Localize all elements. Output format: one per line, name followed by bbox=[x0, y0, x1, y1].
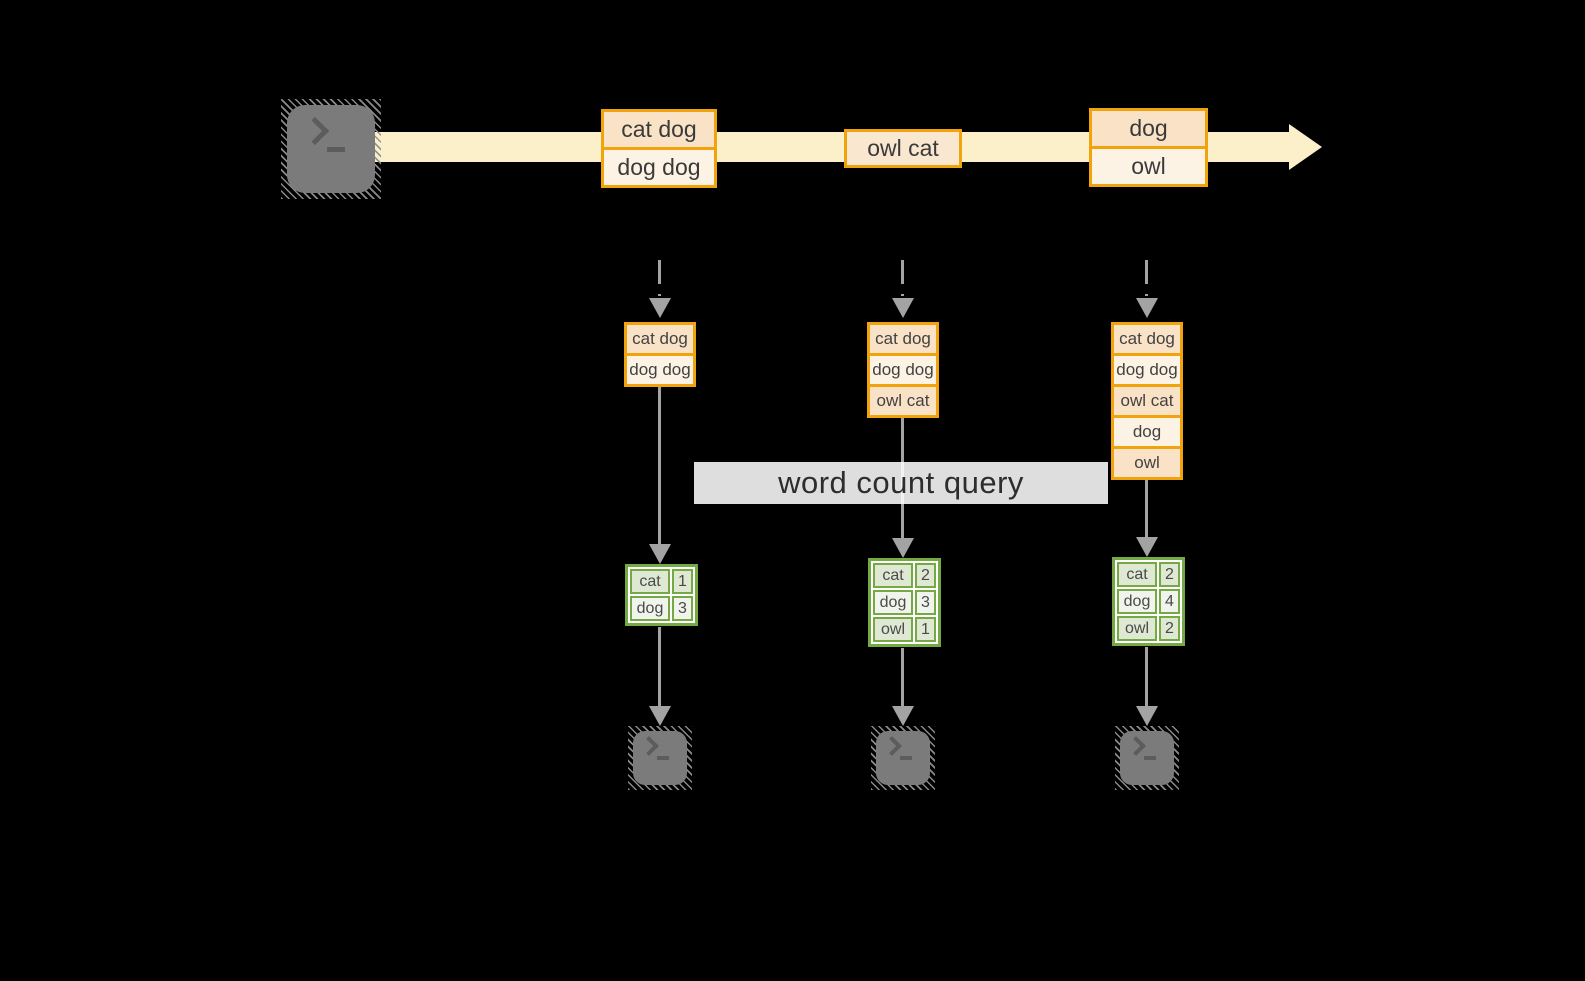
event-line: owl cat bbox=[847, 132, 959, 165]
output-arrowhead-icon bbox=[1136, 706, 1158, 726]
count-word-cell: dog bbox=[873, 590, 913, 615]
dashed-arrowhead-icon bbox=[649, 298, 671, 318]
query-label: word count query bbox=[694, 462, 1108, 504]
dashed-arrow-icon bbox=[901, 260, 904, 296]
count-value-cell: 2 bbox=[915, 563, 936, 588]
dashed-arrow-icon bbox=[658, 260, 661, 296]
query-arrow-line bbox=[658, 387, 661, 546]
output-arrow-line bbox=[658, 627, 661, 708]
output-arrowhead-icon bbox=[649, 706, 671, 726]
count-value-cell: 3 bbox=[915, 590, 936, 615]
count-word-cell: owl bbox=[1117, 616, 1157, 641]
count-value-cell: 1 bbox=[915, 617, 936, 642]
event-buffer-3: cat dog dog dog owl cat dog owl bbox=[1111, 322, 1183, 480]
count-word-cell: cat bbox=[630, 569, 670, 594]
prompt-underscore-icon bbox=[900, 756, 912, 760]
buffer-line: cat dog bbox=[627, 325, 693, 353]
prompt-underscore-icon bbox=[657, 756, 669, 760]
count-word-cell: dog bbox=[1117, 589, 1157, 614]
event-line: cat dog bbox=[604, 112, 714, 147]
count-word-cell: dog bbox=[630, 596, 670, 621]
count-table-3: cat 2 dog 4 owl 2 bbox=[1112, 557, 1185, 646]
event-line: dog bbox=[1092, 111, 1205, 146]
prompt-underscore-icon bbox=[327, 147, 345, 152]
output-arrow-line bbox=[1145, 647, 1148, 708]
stream-event-box-3: dog owl bbox=[1089, 108, 1208, 187]
count-word-cell: cat bbox=[1117, 562, 1157, 587]
count-value-cell: 1 bbox=[672, 569, 693, 594]
query-arrow-line bbox=[1145, 480, 1148, 539]
query-label-text: word count query bbox=[778, 465, 1024, 500]
buffer-line: owl cat bbox=[1114, 384, 1180, 415]
stream-arrowhead-icon bbox=[1289, 124, 1322, 170]
output-arrowhead-icon bbox=[892, 706, 914, 726]
source-terminal-icon bbox=[281, 99, 381, 199]
sink-terminal-icon bbox=[628, 726, 692, 790]
count-value-cell: 2 bbox=[1159, 562, 1180, 587]
query-arrowhead-icon bbox=[892, 538, 914, 558]
event-line: owl bbox=[1092, 146, 1205, 184]
event-line: dog dog bbox=[604, 147, 714, 185]
event-buffer-2: cat dog dog dog owl cat bbox=[867, 322, 939, 418]
prompt-underscore-icon bbox=[1144, 756, 1156, 760]
buffer-line: dog dog bbox=[870, 353, 936, 384]
query-arrowhead-icon bbox=[649, 544, 671, 564]
buffer-line: cat dog bbox=[1114, 325, 1180, 353]
event-buffer-1: cat dog dog dog bbox=[624, 322, 696, 387]
output-arrow-line bbox=[901, 648, 904, 708]
count-value-cell: 4 bbox=[1159, 589, 1180, 614]
buffer-line: owl bbox=[1114, 446, 1180, 477]
stream-event-box-1: cat dog dog dog bbox=[601, 109, 717, 188]
stream-event-box-2: owl cat bbox=[844, 129, 962, 168]
count-word-cell: owl bbox=[873, 617, 913, 642]
buffer-line: dog dog bbox=[1114, 353, 1180, 384]
buffer-line: owl cat bbox=[870, 384, 936, 415]
count-table-1: cat 1 dog 3 bbox=[625, 564, 698, 626]
sink-terminal-icon bbox=[871, 726, 935, 790]
buffer-line: dog bbox=[1114, 415, 1180, 446]
buffer-line: dog dog bbox=[627, 353, 693, 384]
count-value-cell: 3 bbox=[672, 596, 693, 621]
dashed-arrowhead-icon bbox=[892, 298, 914, 318]
query-arrowhead-icon bbox=[1136, 537, 1158, 557]
buffer-line: cat dog bbox=[870, 325, 936, 353]
count-table-2: cat 2 dog 3 owl 1 bbox=[868, 558, 941, 647]
dashed-arrowhead-icon bbox=[1136, 298, 1158, 318]
sink-terminal-icon bbox=[1115, 726, 1179, 790]
count-value-cell: 2 bbox=[1159, 616, 1180, 641]
dashed-arrow-icon bbox=[1145, 260, 1148, 296]
count-word-cell: cat bbox=[873, 563, 913, 588]
